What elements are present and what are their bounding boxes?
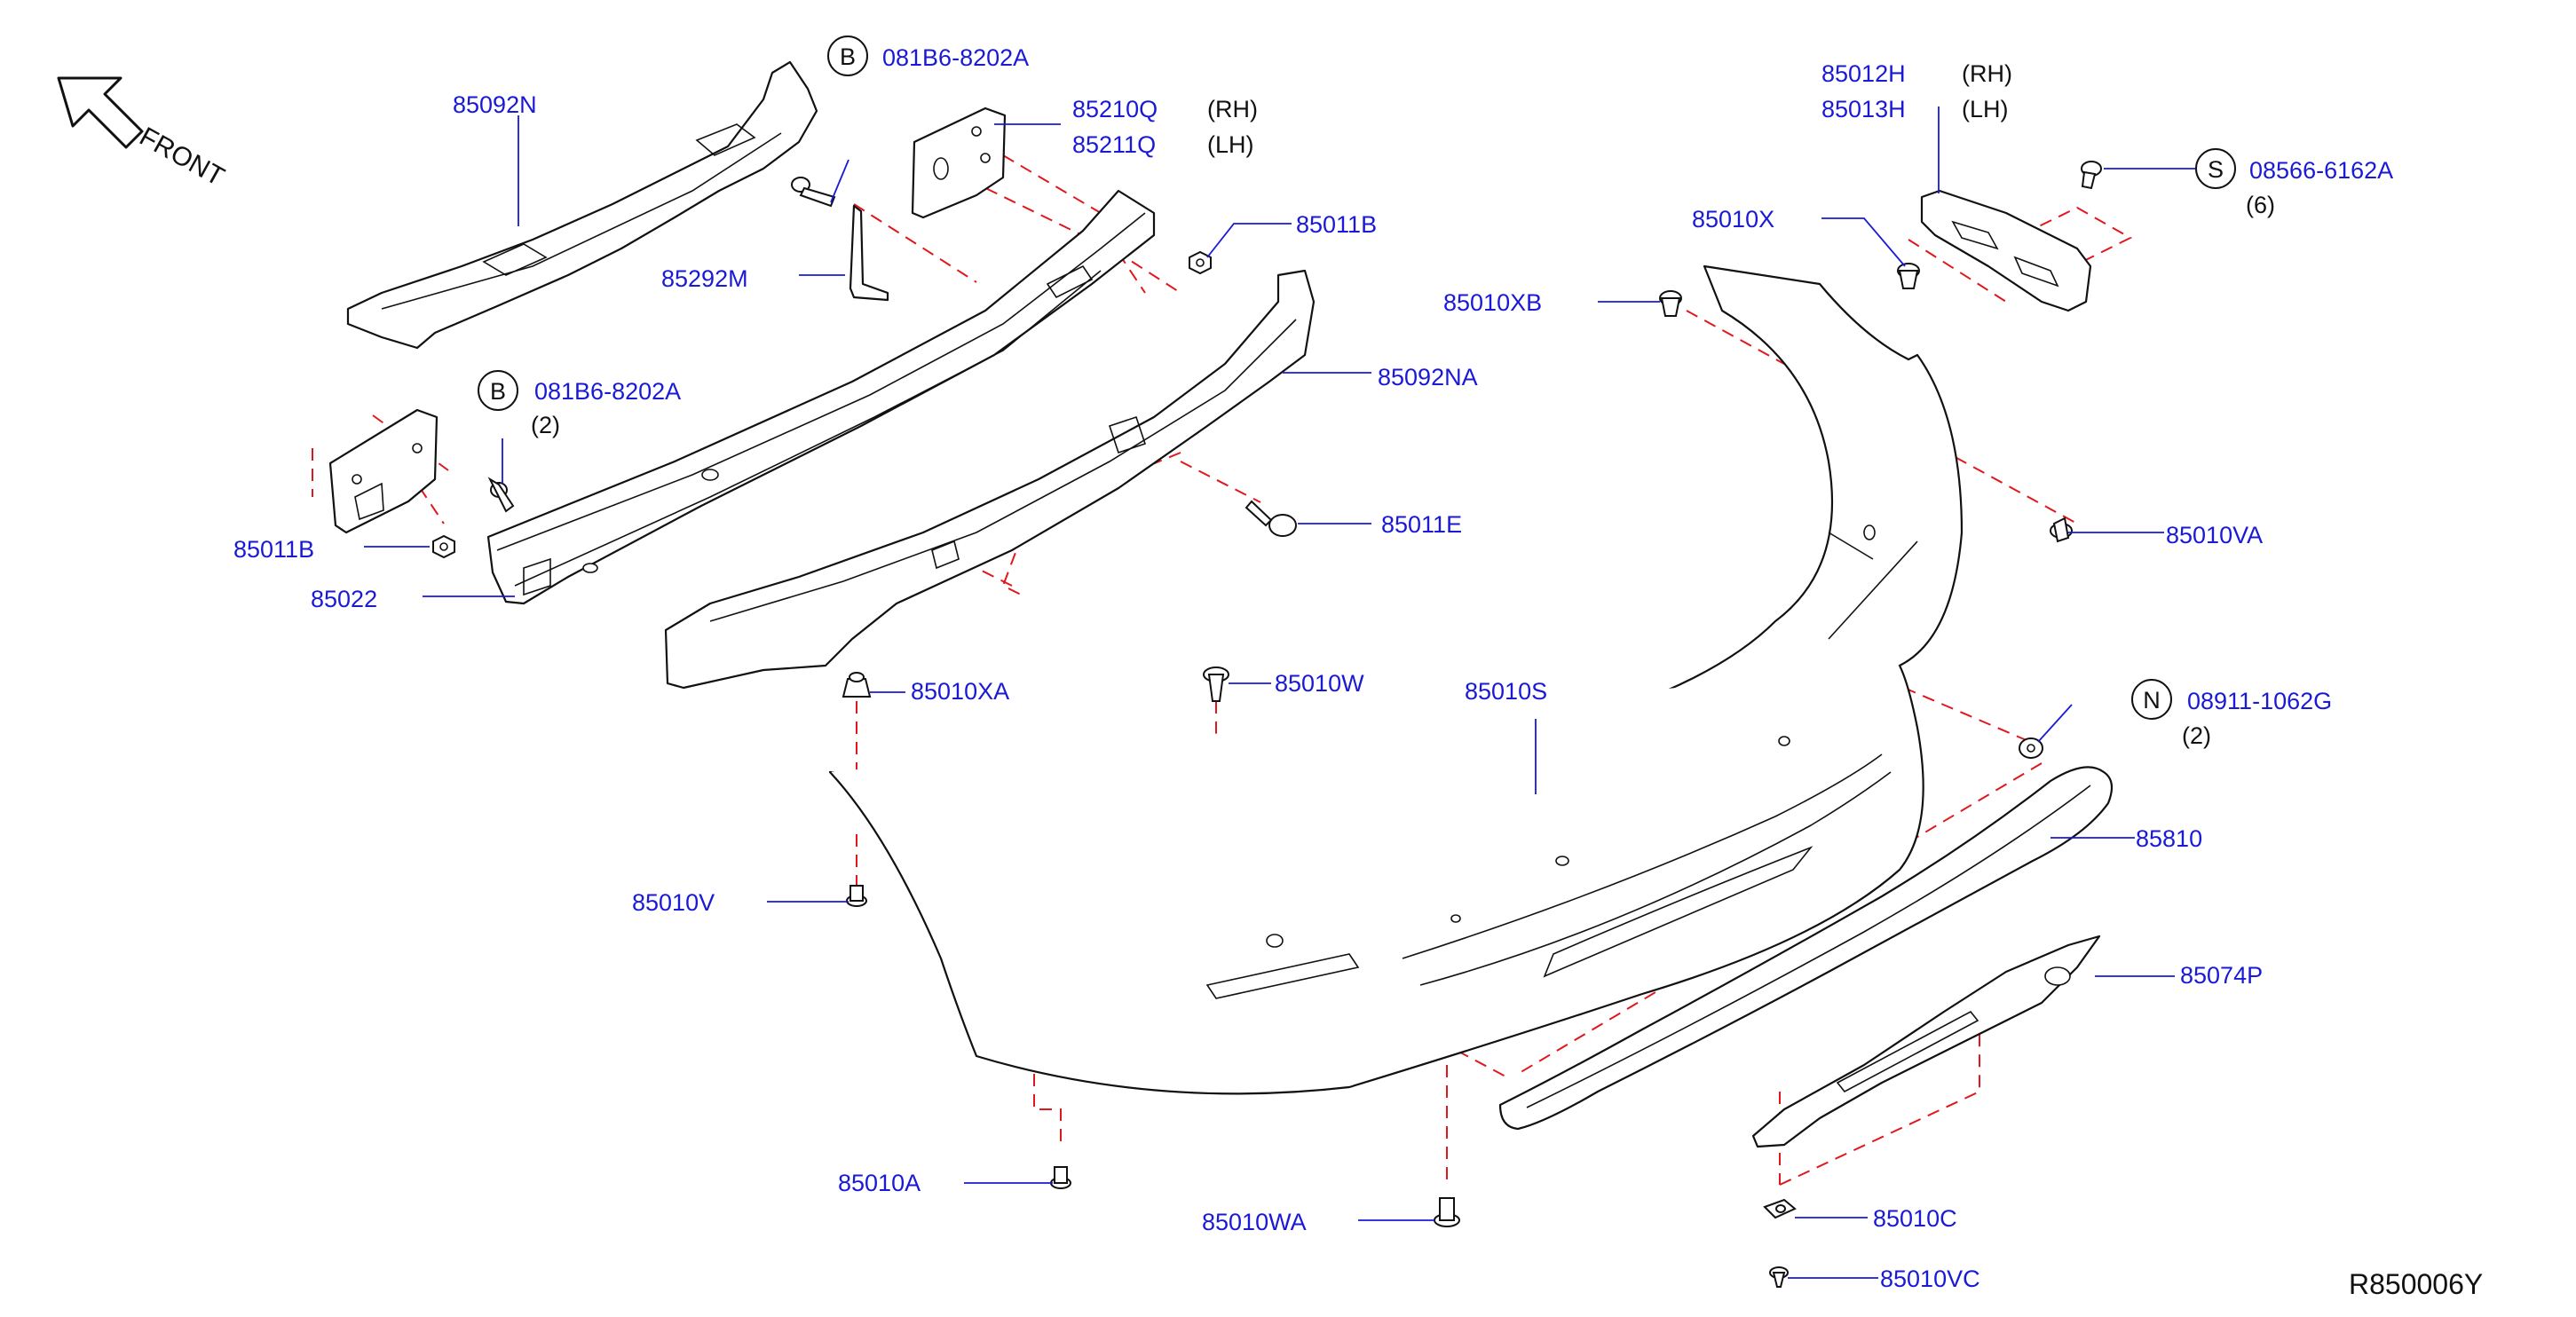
clip-85011E-icon [1245, 500, 1297, 537]
callout-symbol: S [2208, 156, 2224, 183]
label-85010V: 85010V [632, 889, 715, 916]
callout-symbol: N [2143, 687, 2161, 714]
label-85022: 85022 [311, 586, 377, 612]
label-85010C: 85010C [1873, 1205, 1957, 1232]
part-85810-lower-garnish [1498, 766, 2114, 1131]
callout-bolt-b-top: B 081B6-8202A [827, 35, 1029, 76]
clip-85010A-icon [1050, 1166, 1071, 1189]
part-85092NA-lower-absorber [664, 269, 1316, 690]
label-85010S: 85010S [1465, 678, 1547, 705]
tag-85013H-lh: (LH) [1962, 96, 2009, 122]
nut-85011B-left-icon [432, 534, 455, 559]
clip-85010C-icon [1763, 1198, 1797, 1219]
callout-symbol: B [490, 378, 506, 405]
callout-bolt-b-left: B 081B6-8202A (2) [478, 370, 681, 438]
label-85011E: 85011E [1381, 511, 1462, 538]
clip-85010WA-icon [1434, 1197, 1460, 1227]
label-85292M: 85292M [661, 265, 748, 292]
part-85292M-bracket [849, 204, 889, 302]
clip-85010XB-icon [1659, 290, 1682, 317]
label-85011B-left: 85011B [233, 536, 314, 563]
label-85010X: 85010X [1692, 206, 1774, 233]
label-85092N: 85092N [453, 91, 537, 118]
part-labels: 85092N 85292M 85210Q (RH) 85211Q (LH) 85… [233, 60, 2263, 1292]
diagram-reference-code: R850006Y [2349, 1268, 2483, 1300]
clip-85010V-icon [846, 885, 867, 907]
label-85010A: 85010A [838, 1170, 921, 1196]
label-85010WA: 85010WA [1202, 1209, 1307, 1235]
clip-85010VA-icon [2050, 517, 2073, 543]
clip-85010X-icon [1897, 263, 1920, 289]
front-label: FRONT [135, 122, 229, 192]
label-85010VA: 85010VA [2166, 522, 2263, 548]
tag-85012H-rh: (RH) [1962, 60, 2012, 87]
clip-85010XA-icon [842, 672, 872, 698]
nut-85011B-top-icon [1189, 250, 1212, 275]
callout-quantity: (2) [531, 412, 560, 438]
label-85013H: 85013H [1821, 96, 1906, 122]
part-85092N-upper-absorber [346, 60, 818, 350]
part-left-side-bracket [328, 408, 439, 534]
part-85010S-bumper-fascia [828, 264, 1964, 1095]
bolt-b-top-icon [791, 177, 836, 208]
leader-lines [364, 106, 2196, 1279]
label-85010XB: 85010XB [1443, 289, 1542, 316]
callout-nut-n: N 08911-1062G (2) [2131, 679, 2332, 749]
callout-part-number: 081B6-8202A [882, 44, 1029, 71]
tag-85211Q-lh: (LH) [1207, 131, 1254, 158]
label-85092NA: 85092NA [1378, 364, 1478, 390]
label-85010W: 85010W [1275, 670, 1364, 697]
label-85810: 85810 [2136, 825, 2202, 852]
callout-quantity: (6) [2246, 192, 2275, 218]
screw-s-icon [2081, 161, 2102, 190]
label-85210Q: 85210Q [1072, 96, 1158, 122]
callout-screw-s: S 08566-6162A (6) [2195, 148, 2393, 218]
clip-85010W-icon [1203, 666, 1229, 702]
part-85012H-side-bracket [1920, 189, 2092, 312]
tag-85210Q-rh: (RH) [1207, 96, 1258, 122]
callout-part-number: 081B6-8202A [534, 378, 681, 405]
callout-part-number: 08911-1062G [2187, 688, 2332, 714]
front-arrow-icon [57, 76, 144, 149]
callout-quantity: (2) [2182, 722, 2211, 749]
label-85012H: 85012H [1821, 60, 1906, 87]
part-85022-reinforcement [486, 189, 1156, 605]
callout-symbol: B [840, 43, 856, 70]
label-85011B-top: 85011B [1296, 211, 1377, 238]
label-85211Q: 85211Q [1072, 131, 1156, 158]
part-85210Q-bracket [911, 106, 1007, 219]
bolt-b-left-icon [487, 477, 515, 513]
nut-n-icon [2019, 737, 2043, 759]
label-85010XA: 85010XA [911, 678, 1009, 705]
label-85010VC: 85010VC [1880, 1266, 1980, 1292]
label-85074P: 85074P [2180, 962, 2263, 989]
callout-part-number: 08566-6162A [2249, 157, 2393, 184]
part-85074P-lower-bracket [1751, 935, 2101, 1148]
clip-85010VC-icon [1769, 1266, 1789, 1288]
